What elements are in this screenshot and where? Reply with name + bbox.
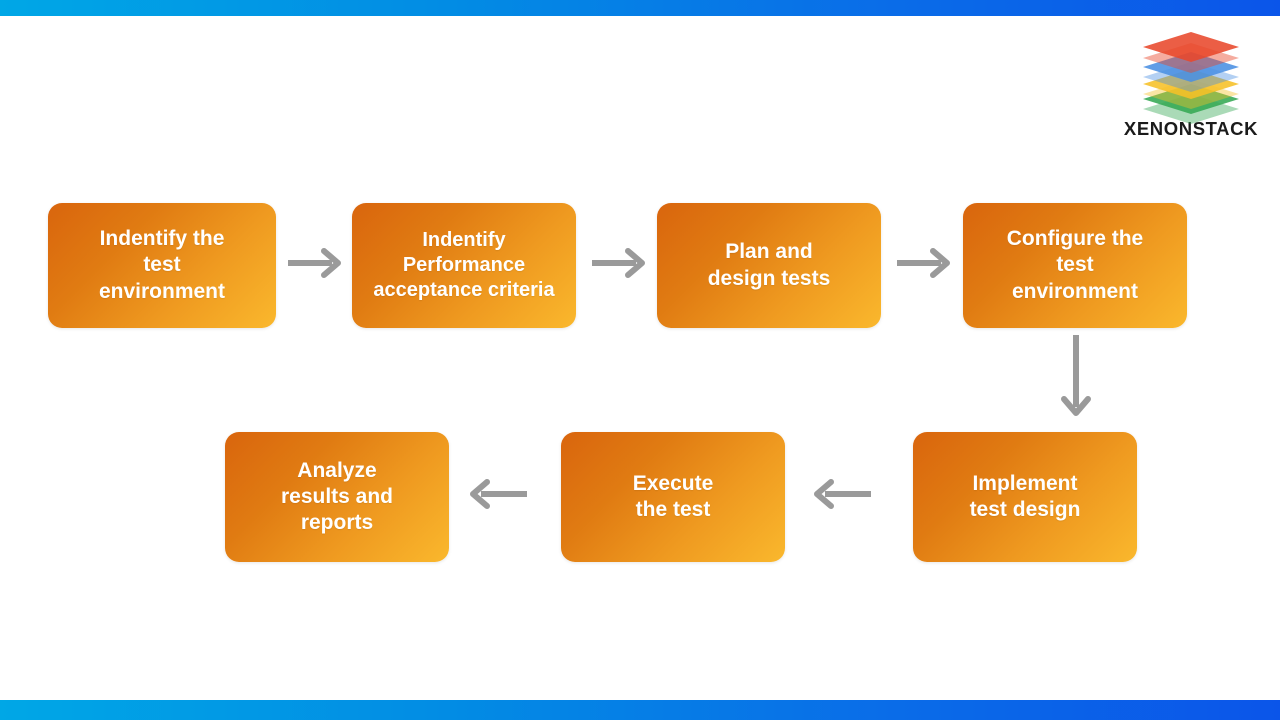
flow-step-4: Configure the test environment (963, 203, 1187, 328)
flow-step-2: Indentify Performance acceptance criteri… (352, 203, 576, 328)
arrow-left-icon (463, 477, 531, 511)
top-accent-bar (0, 0, 1280, 16)
arrow-left-icon (807, 477, 875, 511)
bottom-accent-bar (0, 700, 1280, 720)
flow-step-3: Plan and design tests (657, 203, 881, 328)
arrow-right-icon (286, 246, 346, 280)
arrow-right-icon (590, 246, 650, 280)
flow-step-2-label: Indentify Performance acceptance criteri… (373, 229, 555, 301)
flow-step-7: Analyze results and reports (225, 432, 449, 562)
flow-step-3-label: Plan and design tests (707, 240, 831, 290)
flow-step-5-label: Implement test design (969, 471, 1081, 521)
flow-step-6: Execute the test (561, 432, 785, 562)
flow-step-7-label: Analyze results and reports (280, 458, 394, 535)
flow-step-1: Indentify the test environment (48, 203, 276, 328)
arrow-down-icon (1059, 333, 1093, 425)
flow-step-6-label: Execute the test (632, 471, 714, 521)
xenonstack-logo-icon (1143, 30, 1239, 124)
brand-logo: XENONSTACK (1118, 30, 1264, 140)
flow-step-5: Implement test design (913, 432, 1137, 562)
arrow-right-icon (895, 246, 955, 280)
flow-step-1-label: Indentify the test environment (98, 227, 226, 303)
brand-name: XENONSTACK (1123, 118, 1259, 139)
flow-step-4-label: Configure the test environment (1006, 227, 1144, 303)
